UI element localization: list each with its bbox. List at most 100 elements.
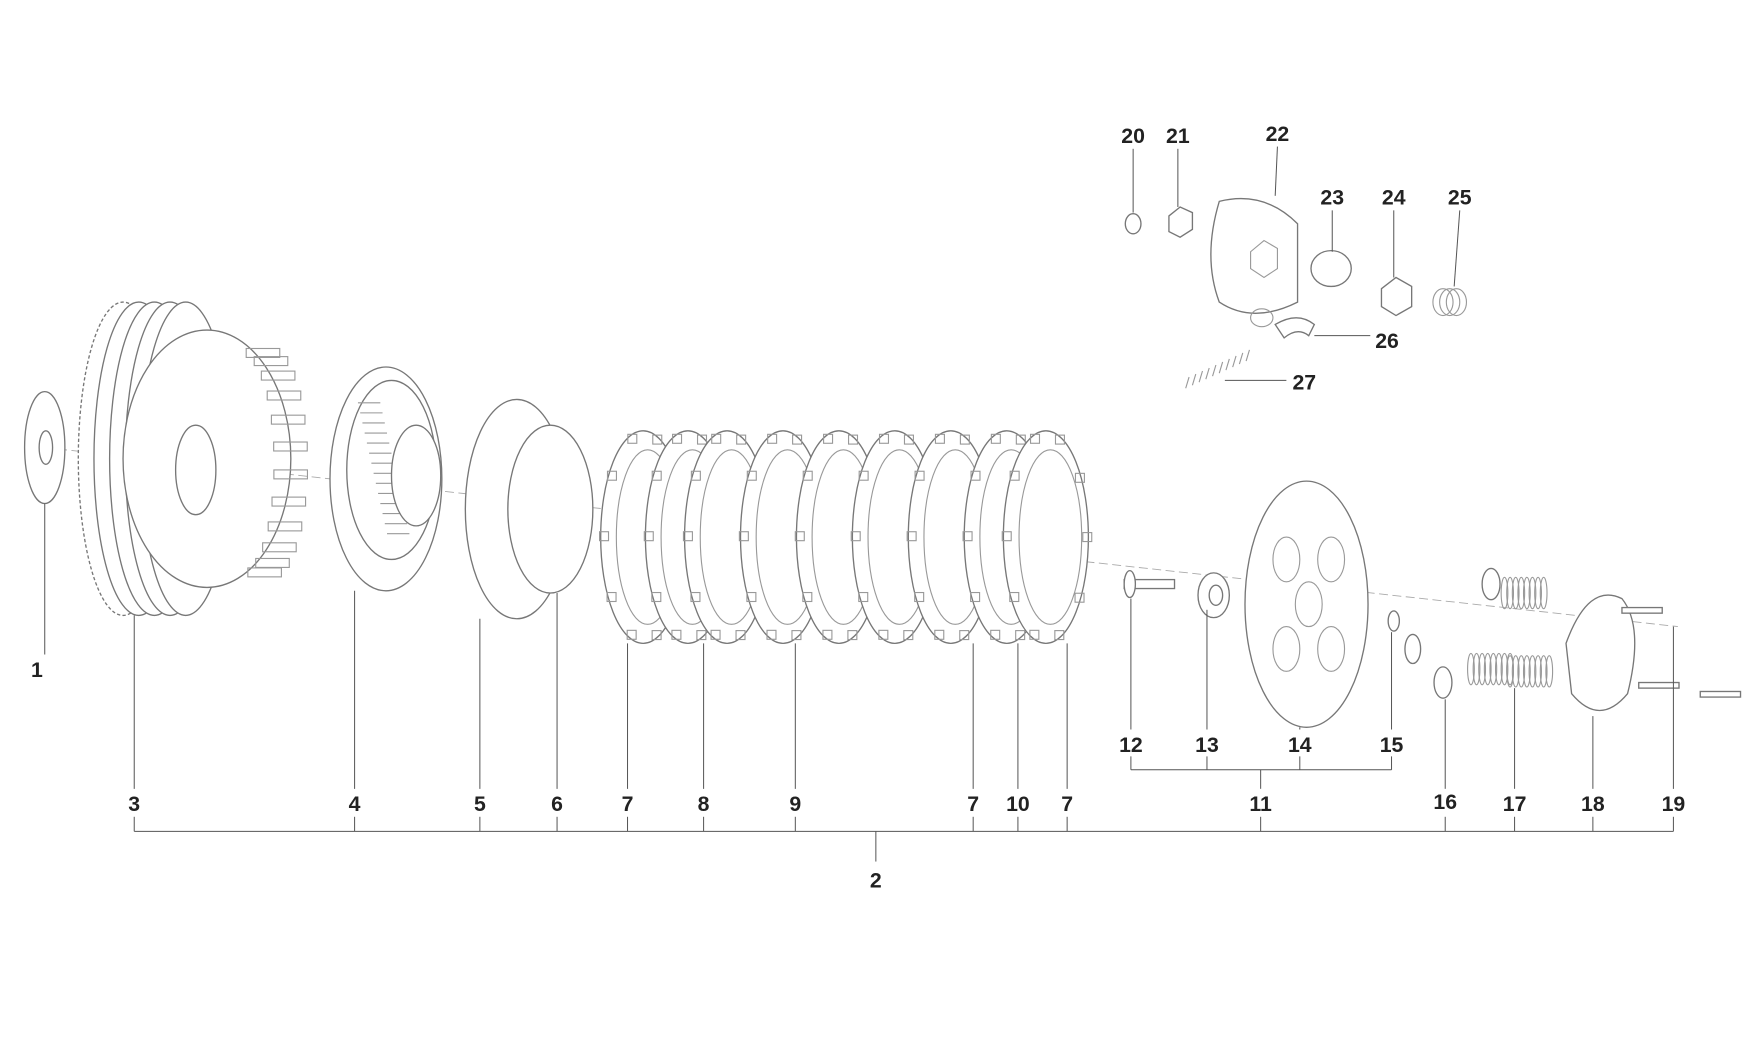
plate-tab xyxy=(746,591,757,603)
callout-6: 6 xyxy=(551,792,563,816)
spring-27 xyxy=(1238,352,1244,365)
plate-tab xyxy=(1029,433,1041,444)
spring-25 xyxy=(1439,288,1461,317)
plate-tab xyxy=(850,531,861,542)
plate-tab xyxy=(1082,532,1093,543)
plate-tab xyxy=(906,531,917,542)
plate-tab xyxy=(643,531,654,542)
plug-23 xyxy=(1310,249,1352,288)
basket-finger xyxy=(273,469,309,480)
callout-24: 24 xyxy=(1382,186,1406,210)
plate-tab xyxy=(606,470,618,481)
plate-tab xyxy=(626,629,637,640)
basket-finger xyxy=(271,496,307,507)
callout-8: 8 xyxy=(698,792,710,816)
nut-24 xyxy=(1380,276,1413,317)
basket-finger xyxy=(260,370,296,381)
callout-7: 7 xyxy=(967,792,979,816)
retainer xyxy=(1433,666,1453,699)
parts-layer xyxy=(23,198,1742,728)
callout-11: 11 xyxy=(1249,792,1272,816)
spring-plate xyxy=(1565,594,1636,711)
bolt xyxy=(1638,681,1680,689)
plate-tab xyxy=(847,630,858,641)
plate-tab xyxy=(766,629,777,640)
plate-tab xyxy=(746,470,757,481)
circlip xyxy=(1387,610,1401,632)
leader-line xyxy=(1453,210,1461,287)
spring-coil xyxy=(1545,655,1554,688)
spring-coil xyxy=(1534,576,1542,610)
leader-line xyxy=(1274,146,1278,196)
plate-tab xyxy=(1054,434,1065,445)
callout-17: 17 xyxy=(1503,792,1527,816)
callout-2: 2 xyxy=(870,868,882,892)
spring-coil xyxy=(1483,652,1492,686)
spring-coil xyxy=(1517,576,1526,610)
spring-coil xyxy=(1522,655,1531,688)
pressure-plate-hole xyxy=(1272,536,1301,583)
bolt xyxy=(1699,690,1742,698)
plate-tab xyxy=(1015,434,1026,445)
plate-tab xyxy=(934,629,945,640)
plate-tab xyxy=(1015,630,1026,641)
plate-tab xyxy=(651,591,662,603)
retainer xyxy=(1481,567,1501,601)
plate-tab xyxy=(1074,472,1085,483)
retainer xyxy=(1404,633,1422,665)
plate-tab xyxy=(627,433,638,444)
plate-tab xyxy=(767,433,778,444)
spring-27 xyxy=(1225,358,1230,371)
basket-finger xyxy=(270,414,306,425)
callout-15: 15 xyxy=(1380,733,1404,757)
plate-tab xyxy=(682,531,693,542)
callout-18: 18 xyxy=(1581,792,1605,816)
basket-finger xyxy=(245,347,281,358)
plate-tab xyxy=(990,433,1001,444)
bolt xyxy=(1621,606,1663,614)
plate-tab xyxy=(934,433,945,444)
spring-coil xyxy=(1494,652,1503,686)
spring-coil xyxy=(1539,655,1548,688)
callout-16: 16 xyxy=(1433,790,1457,814)
plate-tab xyxy=(651,470,662,481)
basket-finger xyxy=(247,567,282,578)
callout-20: 20 xyxy=(1121,124,1145,148)
spring-25 xyxy=(1432,288,1454,317)
callout-25: 25 xyxy=(1448,186,1472,210)
plate-tab xyxy=(651,630,662,641)
plate-tab xyxy=(822,629,833,640)
basket-finger xyxy=(267,521,303,532)
plate-tab xyxy=(696,630,707,641)
plate-tab xyxy=(959,434,970,445)
spring-coil xyxy=(1534,655,1542,688)
spring-coil xyxy=(1467,652,1475,686)
plate-tab xyxy=(823,433,834,444)
callout-7: 7 xyxy=(622,792,634,816)
plate-tab xyxy=(990,629,1001,640)
callout-7: 7 xyxy=(1061,792,1073,816)
plate-tab xyxy=(710,629,721,640)
basket-finger xyxy=(266,390,302,401)
basket-finger xyxy=(255,557,290,568)
spring-coil xyxy=(1478,652,1487,686)
spring-27 xyxy=(1185,376,1190,389)
spring-27 xyxy=(1191,373,1197,386)
callout-22: 22 xyxy=(1266,122,1290,146)
spring-coil xyxy=(1528,576,1537,610)
callout-13: 13 xyxy=(1195,733,1219,757)
callout-19: 19 xyxy=(1662,792,1686,816)
callout-14: 14 xyxy=(1288,733,1312,757)
spring-27 xyxy=(1198,370,1204,383)
plate-tab xyxy=(1009,470,1020,481)
plate-tab xyxy=(802,470,813,481)
pressure-plate xyxy=(1244,480,1369,728)
plate-tab xyxy=(878,629,889,640)
plate-tab xyxy=(672,433,683,444)
spring-27 xyxy=(1232,355,1237,368)
bearing-inner xyxy=(1208,584,1224,606)
callout-5: 5 xyxy=(474,792,486,816)
nut-21 xyxy=(1168,206,1194,238)
